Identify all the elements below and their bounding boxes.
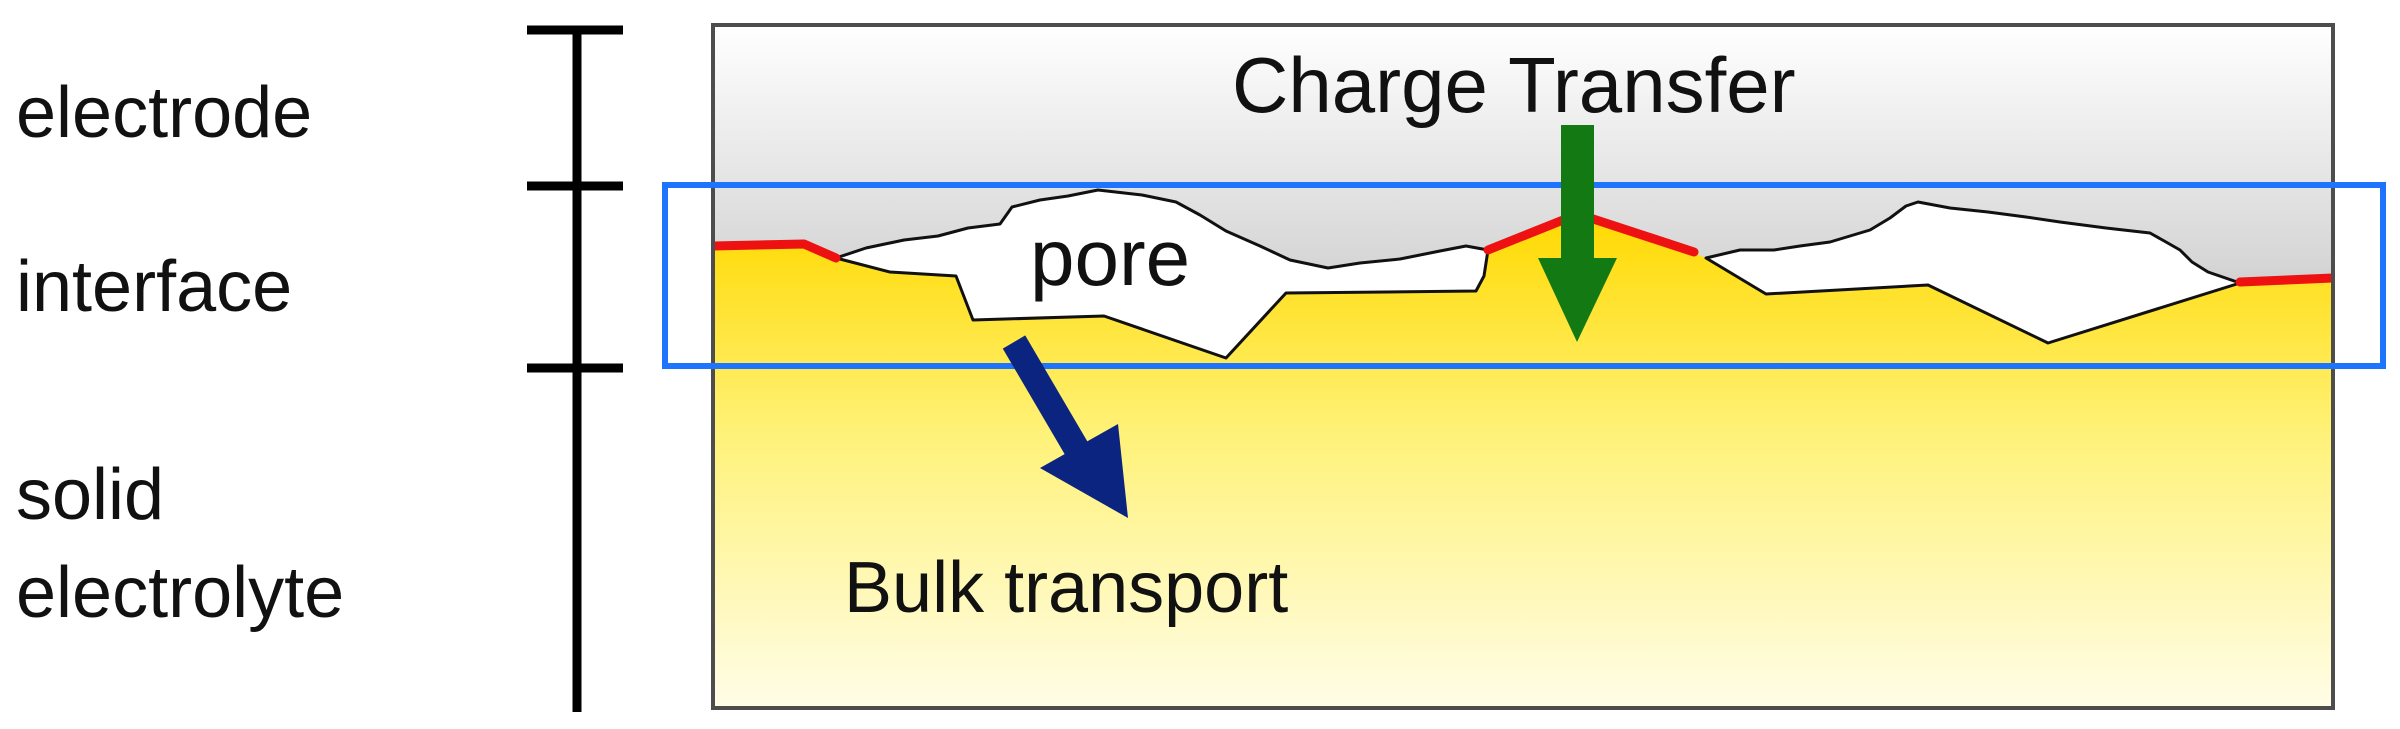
contact-line-right	[2235, 273, 2333, 287]
solid-electrolyte-region	[713, 215, 2333, 708]
solid-electrolyte-label-line2: electrolyte	[16, 553, 345, 633]
interface-label: interface	[16, 247, 293, 327]
contact-line-left	[713, 239, 841, 263]
charge-transfer-arrow	[1538, 125, 1617, 342]
solid-electrolyte-label: solid electrolyte	[16, 446, 344, 642]
interface-box	[662, 182, 2386, 369]
electrode-label: electrode	[16, 73, 313, 153]
solid-electrolyte-label-line1: solid	[16, 455, 165, 535]
bulk-transport-label: Bulk transport	[844, 548, 1288, 628]
pore-label: pore	[1030, 213, 1190, 302]
bulk-transport-arrow	[1002, 335, 1128, 518]
charge-transfer-label: Charge Transfer	[1232, 41, 1796, 129]
layer-scale-bar	[527, 25, 623, 712]
pore-void	[834, 188, 1490, 360]
